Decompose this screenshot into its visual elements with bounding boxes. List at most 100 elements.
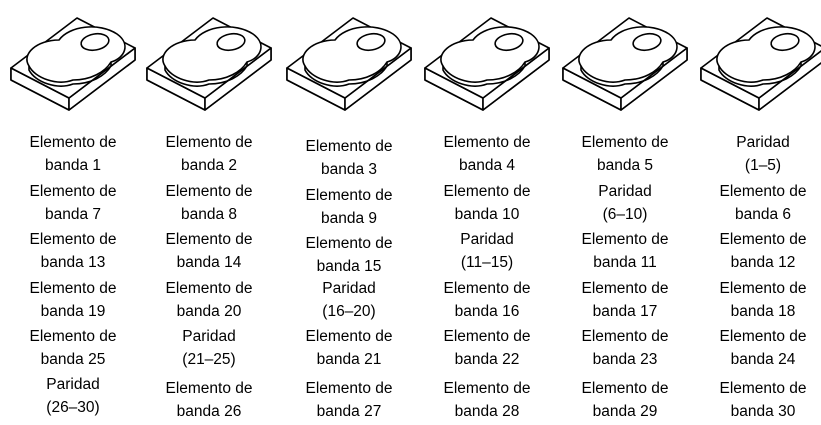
stripe-element-label: (11–15) xyxy=(460,254,514,271)
stripe-element: Elemento de banda 29 xyxy=(557,377,693,423)
stripe-element: Elemento de banda 9 xyxy=(281,184,417,230)
stripe-element-title: Paridad xyxy=(598,183,652,200)
stripe-element-label: banda 17 xyxy=(592,303,658,320)
stripe-element-label: banda 8 xyxy=(180,206,238,223)
stripe-element: Elemento de banda 3 xyxy=(281,135,417,181)
stripe-element-label: (16–20) xyxy=(322,303,376,320)
stripe-element: Elemento de banda 2 xyxy=(141,131,277,177)
stripe-element-title: Elemento de xyxy=(443,380,531,397)
hard-disk-icon xyxy=(143,14,273,114)
stripe-element-label: banda 7 xyxy=(44,206,102,223)
stripe-element-label: banda 21 xyxy=(316,351,382,368)
stripe-element-label: banda 23 xyxy=(592,351,658,368)
stripe-element-title: Elemento de xyxy=(581,134,669,151)
stripe-element-title: Elemento de xyxy=(165,134,253,151)
stripe-element-title: Elemento de xyxy=(581,380,669,397)
stripe-element-label: (21–25) xyxy=(182,351,236,368)
stripe-element-label: banda 25 xyxy=(40,351,106,368)
stripe-element-title: Elemento de xyxy=(443,134,531,151)
stripe-element: Elemento de banda 14 xyxy=(141,228,277,274)
stripe-element-title: Elemento de xyxy=(165,380,253,397)
stripe-element-title: Elemento de xyxy=(443,280,531,297)
stripe-element-title: Elemento de xyxy=(443,183,531,200)
stripe-element-title: Paridad xyxy=(182,328,236,345)
hard-disk-icon xyxy=(421,14,551,114)
stripe-element-label: banda 9 xyxy=(320,210,378,227)
stripe-element-label: banda 28 xyxy=(454,403,520,420)
stripe-element-title: Elemento de xyxy=(719,380,807,397)
stripe-element: Paridad (26–30) xyxy=(5,373,141,419)
stripe-element: Elemento de banda 19 xyxy=(5,277,141,323)
stripe-element-label: banda 3 xyxy=(320,161,378,178)
stripe-element-label: banda 19 xyxy=(40,303,106,320)
stripe-element-label: banda 5 xyxy=(596,157,654,174)
stripe-element-label: banda 30 xyxy=(730,403,796,420)
stripe-element-title: Paridad xyxy=(46,376,100,393)
stripe-element: Elemento de banda 17 xyxy=(557,277,693,323)
stripe-element-title: Elemento de xyxy=(165,183,253,200)
stripe-element-title: Elemento de xyxy=(719,328,807,345)
stripe-element-title: Elemento de xyxy=(29,280,117,297)
hard-disk-icon xyxy=(697,14,821,114)
stripe-element-label: banda 18 xyxy=(730,303,796,320)
hard-disk-icon xyxy=(283,14,413,114)
stripe-element-title: Elemento de xyxy=(305,138,393,155)
stripe-element: Elemento de banda 28 xyxy=(419,377,555,423)
stripe-element-label: banda 27 xyxy=(316,403,382,420)
stripe-element-label: banda 10 xyxy=(454,206,520,223)
stripe-element-label: banda 16 xyxy=(454,303,520,320)
stripe-element: Elemento de banda 10 xyxy=(419,180,555,226)
stripe-element-label: banda 2 xyxy=(180,157,238,174)
stripe-element-title: Elemento de xyxy=(305,187,393,204)
stripe-element-title: Elemento de xyxy=(719,183,807,200)
disk-column-5: Elemento de banda 5 Paridad (6–10) Elemento … xyxy=(557,0,693,425)
stripe-element-label: banda 20 xyxy=(176,303,242,320)
stripe-element: Elemento de banda 30 xyxy=(695,377,821,423)
stripe-element: Elemento de banda 4 xyxy=(419,131,555,177)
stripe-element: Elemento de banda 15 xyxy=(281,232,417,278)
stripe-element-title: Elemento de xyxy=(305,235,393,252)
stripe-element-label: banda 24 xyxy=(730,351,796,368)
stripe-element: Paridad(11–15) xyxy=(419,228,555,274)
stripe-element-label: banda 22 xyxy=(454,351,520,368)
stripe-element: Elemento de banda 5 xyxy=(557,131,693,177)
stripe-element-title: Elemento de xyxy=(29,328,117,345)
stripe-element-title: Elemento de xyxy=(305,328,393,345)
hard-disk-icon xyxy=(559,14,689,114)
stripe-element: Elemento de banda 1 xyxy=(5,131,141,177)
stripe-element-label: banda 1 xyxy=(44,157,102,174)
stripe-element-title: Elemento de xyxy=(581,231,669,248)
stripe-element-label: (26–30) xyxy=(46,399,100,416)
stripe-element: Elemento de banda 11 xyxy=(557,228,693,274)
stripe-element-label: banda 4 xyxy=(458,157,516,174)
stripe-element-label: banda 15 xyxy=(316,258,382,275)
stripe-element-title: Elemento de xyxy=(581,280,669,297)
stripe-element-label: (1–5) xyxy=(744,157,782,174)
stripe-element-label: banda 6 xyxy=(734,206,792,223)
stripe-element: Elemento de banda 6 xyxy=(695,180,821,226)
stripe-element-title: Elemento de xyxy=(29,231,117,248)
stripe-element-label: banda 14 xyxy=(176,254,242,271)
stripe-element-label: banda 29 xyxy=(592,403,658,420)
stripe-element-title: Elemento de xyxy=(165,231,253,248)
hard-disk-icon xyxy=(7,14,137,114)
stripe-element: Elemento de banda 21 xyxy=(281,325,417,371)
stripe-element: Elemento de banda 24 xyxy=(695,325,821,371)
stripe-element-label: banda 11 xyxy=(593,254,657,271)
stripe-element-title: Elemento de xyxy=(29,134,117,151)
stripe-element-label: banda 26 xyxy=(176,403,242,420)
stripe-element-label: (6–10) xyxy=(602,206,648,223)
stripe-element: Elemento de banda 25 xyxy=(5,325,141,371)
stripe-element-title: Elemento de xyxy=(719,231,807,248)
stripe-element: Paridad(16–20) xyxy=(281,277,417,323)
stripe-element: Elemento de banda 8 xyxy=(141,180,277,226)
